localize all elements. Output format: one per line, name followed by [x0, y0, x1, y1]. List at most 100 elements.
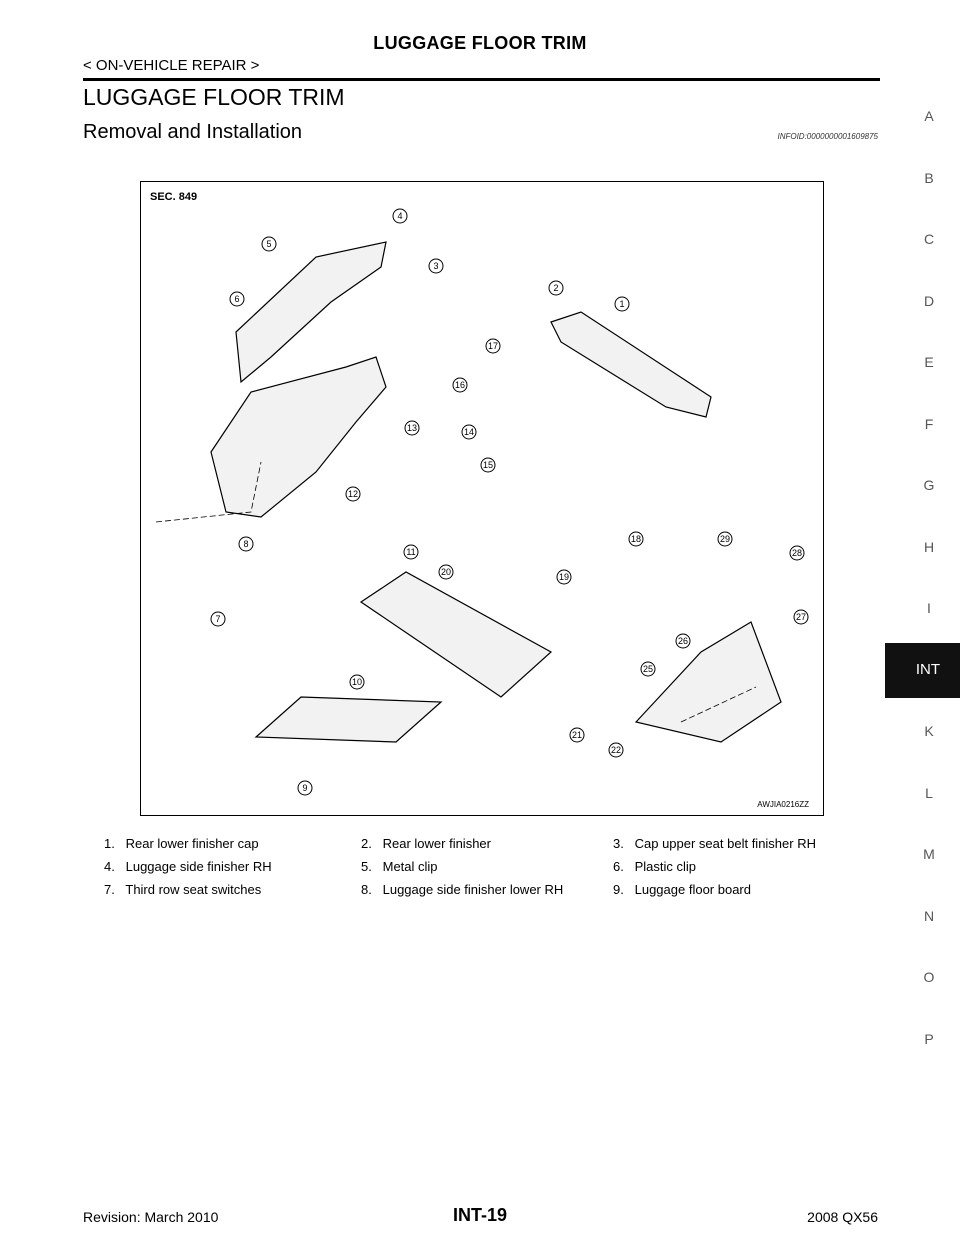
- header-rule: [83, 78, 880, 81]
- legend-item: 1. Rear lower finisher cap: [104, 836, 259, 851]
- legend-row: 4. Luggage side finisher RH 5. Metal clip…: [104, 859, 864, 882]
- part-luggage-side-finisher-lh: [634, 621, 782, 743]
- svg-text:2: 2: [553, 283, 558, 293]
- legend-label: Metal clip: [379, 859, 438, 874]
- sec-label: SEC. 849: [150, 191, 198, 203]
- svg-text:13: 13: [407, 423, 417, 433]
- callout-21: 21: [569, 727, 585, 743]
- side-index-letter[interactable]: N: [923, 907, 935, 924]
- section-title: LUGGAGE FLOOR TRIM: [83, 84, 345, 110]
- part-luggage-side-finisher-rh: [235, 241, 387, 384]
- callout-19: 19: [556, 569, 572, 585]
- svg-text:9: 9: [302, 783, 307, 793]
- parts-legend: 1. Rear lower finisher cap 2. Rear lower …: [104, 836, 864, 905]
- side-index-letter[interactable]: A: [924, 108, 934, 124]
- legend-number: 5.: [361, 859, 372, 874]
- legend-item: 2. Rear lower finisher: [361, 836, 491, 851]
- legend-label: Cap upper seat belt finisher RH: [631, 836, 816, 851]
- footer-model: 2008 QX56: [807, 1209, 878, 1225]
- callout-8: 8: [238, 536, 254, 552]
- legend-label: Third row seat switches: [122, 882, 262, 897]
- side-index-letter[interactable]: C: [923, 231, 935, 247]
- svg-text:28: 28: [792, 548, 802, 558]
- legend-item: 8. Luggage side finisher lower RH: [361, 882, 563, 897]
- svg-text:4: 4: [397, 211, 402, 221]
- legend-label: Luggage floor board: [631, 882, 751, 897]
- side-index-letter[interactable]: K: [924, 723, 934, 739]
- footer-page-number: INT-19: [452, 1205, 508, 1225]
- side-index-letter[interactable]: H: [923, 538, 935, 555]
- legend-label: Luggage side finisher lower RH: [379, 882, 564, 897]
- svg-text:7: 7: [215, 614, 220, 624]
- side-index-letter[interactable]: F: [924, 415, 934, 432]
- side-index-letter[interactable]: I: [927, 600, 931, 616]
- svg-text:22: 22: [611, 745, 621, 755]
- side-index-active-label: INT: [915, 660, 940, 678]
- legend-item: 7. Third row seat switches: [104, 882, 261, 897]
- info-id: INFOID:0000000001609875: [777, 132, 878, 141]
- side-index-letter[interactable]: O: [923, 969, 935, 985]
- callout-6: 6: [229, 291, 245, 307]
- callout-14: 14: [461, 424, 477, 440]
- legend-number: 7.: [104, 882, 115, 897]
- svg-text:26: 26: [678, 636, 688, 646]
- callout-22: 22: [608, 742, 624, 758]
- side-index-active-tab[interactable]: INT: [885, 642, 960, 698]
- legend-number: 8.: [361, 882, 372, 897]
- legend-number: 9.: [613, 882, 624, 897]
- side-index-letter[interactable]: P: [924, 1030, 934, 1047]
- page-header-title: LUGGAGE FLOOR TRIM: [373, 33, 587, 53]
- callout-12: 12: [345, 486, 361, 502]
- legend-number: 1.: [104, 836, 115, 851]
- side-index-letter[interactable]: D: [923, 292, 935, 309]
- breadcrumb: < ON-VEHICLE REPAIR >: [83, 57, 260, 74]
- callout-7: 7: [210, 611, 226, 627]
- callout-1: 1: [614, 296, 630, 312]
- legend-item: 5. Metal clip: [361, 859, 438, 874]
- callout-15: 15: [480, 457, 496, 473]
- callout-16: 16: [452, 377, 468, 393]
- side-index-letter[interactable]: L: [925, 784, 933, 801]
- svg-text:27: 27: [796, 612, 806, 622]
- side-index-letter[interactable]: M: [923, 846, 935, 862]
- callout-20: 20: [438, 564, 454, 580]
- footer-revision: Revision: March 2010: [83, 1209, 219, 1225]
- callout-28: 28: [789, 545, 805, 561]
- legend-item: 3. Cap upper seat belt finisher RH: [613, 836, 816, 851]
- callout-4: 4: [392, 208, 408, 224]
- svg-text:14: 14: [464, 427, 474, 437]
- side-index-letter[interactable]: E: [924, 354, 934, 370]
- legend-item: 6. Plastic clip: [613, 859, 696, 874]
- svg-text:25: 25: [643, 664, 653, 674]
- legend-row: 7. Third row seat switches 8. Luggage sid…: [104, 882, 864, 905]
- legend-item: 4. Luggage side finisher RH: [104, 859, 272, 874]
- legend-label: Rear lower finisher: [379, 836, 491, 851]
- callout-26: 26: [675, 633, 691, 649]
- svg-text:18: 18: [631, 534, 641, 544]
- svg-text:19: 19: [559, 572, 569, 582]
- callout-13: 13: [404, 420, 420, 436]
- svg-text:10: 10: [352, 677, 362, 687]
- svg-text:21: 21: [572, 730, 582, 740]
- side-index-letter[interactable]: G: [923, 477, 935, 493]
- callout-17: 17: [485, 338, 501, 354]
- legend-label: Rear lower finisher cap: [122, 836, 259, 851]
- svg-text:20: 20: [441, 567, 451, 577]
- svg-text:8: 8: [243, 539, 248, 549]
- svg-text:11: 11: [406, 547, 415, 557]
- callout-11: 11: [403, 544, 419, 560]
- callout-9: 9: [297, 780, 313, 796]
- side-index-letter[interactable]: B: [924, 169, 934, 186]
- svg-text:17: 17: [488, 341, 498, 351]
- callout-29: 29: [717, 531, 733, 547]
- legend-label: Plastic clip: [631, 859, 697, 874]
- part-luggage-floor-tray: [359, 571, 553, 698]
- callout-18: 18: [628, 531, 644, 547]
- legend-item: 9. Luggage floor board: [613, 882, 751, 897]
- svg-text:29: 29: [720, 534, 730, 544]
- svg-text:3: 3: [433, 261, 438, 271]
- legend-label: Luggage side finisher RH: [122, 859, 272, 874]
- callout-27: 27: [793, 609, 809, 625]
- legend-number: 6.: [613, 859, 624, 874]
